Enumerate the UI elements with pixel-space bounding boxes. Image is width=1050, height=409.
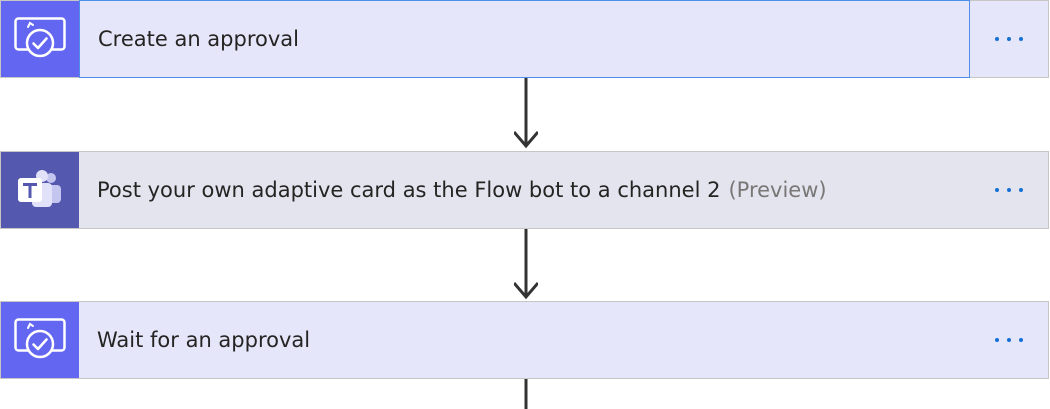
approval-icon bbox=[1, 302, 79, 378]
step-wait-for-approval[interactable]: Wait for an approval bbox=[0, 301, 1049, 379]
step-title[interactable]: Post your own adaptive card as the Flow … bbox=[79, 152, 970, 228]
more-options-icon bbox=[995, 188, 1023, 192]
preview-tag: (Preview) bbox=[728, 178, 827, 202]
step-title-text: Post your own adaptive card as the Flow … bbox=[97, 178, 721, 202]
step-title-text: Wait for an approval bbox=[97, 328, 311, 352]
step-post-adaptive-card[interactable]: Post your own adaptive card as the Flow … bbox=[0, 151, 1049, 229]
connector-line bbox=[514, 379, 538, 409]
connector-arrow bbox=[514, 229, 538, 301]
more-options-button[interactable] bbox=[970, 1, 1048, 77]
more-options-button[interactable] bbox=[970, 302, 1048, 378]
more-options-icon bbox=[995, 37, 1023, 41]
step-title[interactable]: Wait for an approval bbox=[79, 302, 970, 378]
step-title-text: Create an approval bbox=[98, 27, 299, 51]
more-options-button[interactable] bbox=[970, 152, 1048, 228]
step-title[interactable]: Create an approval bbox=[79, 0, 970, 78]
step-create-approval[interactable]: Create an approval bbox=[0, 0, 1049, 78]
connector-arrow bbox=[514, 78, 538, 150]
teams-icon bbox=[1, 152, 79, 228]
approval-icon bbox=[1, 1, 79, 77]
more-options-icon bbox=[995, 338, 1023, 342]
